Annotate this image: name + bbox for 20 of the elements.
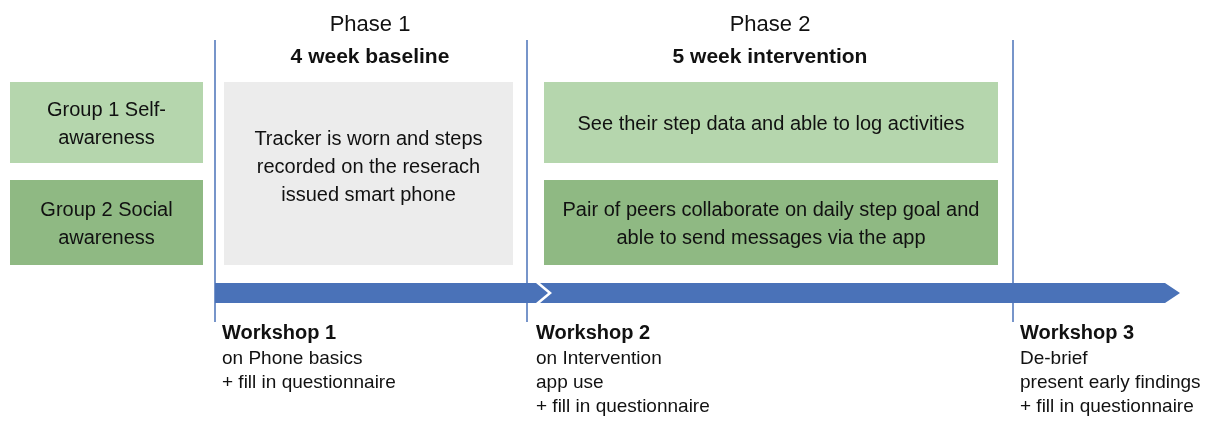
workshop-title: Workshop 2 (536, 320, 651, 344)
group-label-box: Group 2 Social awareness (10, 180, 203, 265)
phase-title: Phase 1 (329, 12, 411, 36)
phase-box: Tracker is worn and steps recorded on the reserach issued smart phone (224, 82, 513, 265)
workshop-note: De-brief (1020, 346, 1088, 370)
phase-box: See their step data and able to log activities (544, 82, 998, 163)
phase-heading: 5 week intervention (672, 44, 868, 68)
workshop-title: Workshop 1 (222, 320, 337, 344)
workshop-note: present early findings (1020, 370, 1201, 394)
workshop-note: + fill in questionnaire (222, 370, 396, 394)
workshop-note: on Phone basics (222, 346, 363, 370)
workshop-note: app use (536, 370, 604, 394)
workshop-title: Workshop 3 (1020, 320, 1135, 344)
workshop-note: + fill in questionnaire (1020, 394, 1194, 418)
workshop-note: on Intervention (536, 346, 662, 370)
group-label-box: Group 1 Self-awareness (10, 82, 203, 163)
phase-heading: 4 week baseline (290, 44, 450, 68)
phase-box: Pair of peers collaborate on daily step goal and able to send messages via the app (544, 180, 998, 265)
phase-title: Phase 2 (729, 12, 811, 36)
workshop-note: + fill in questionnaire (536, 394, 710, 418)
